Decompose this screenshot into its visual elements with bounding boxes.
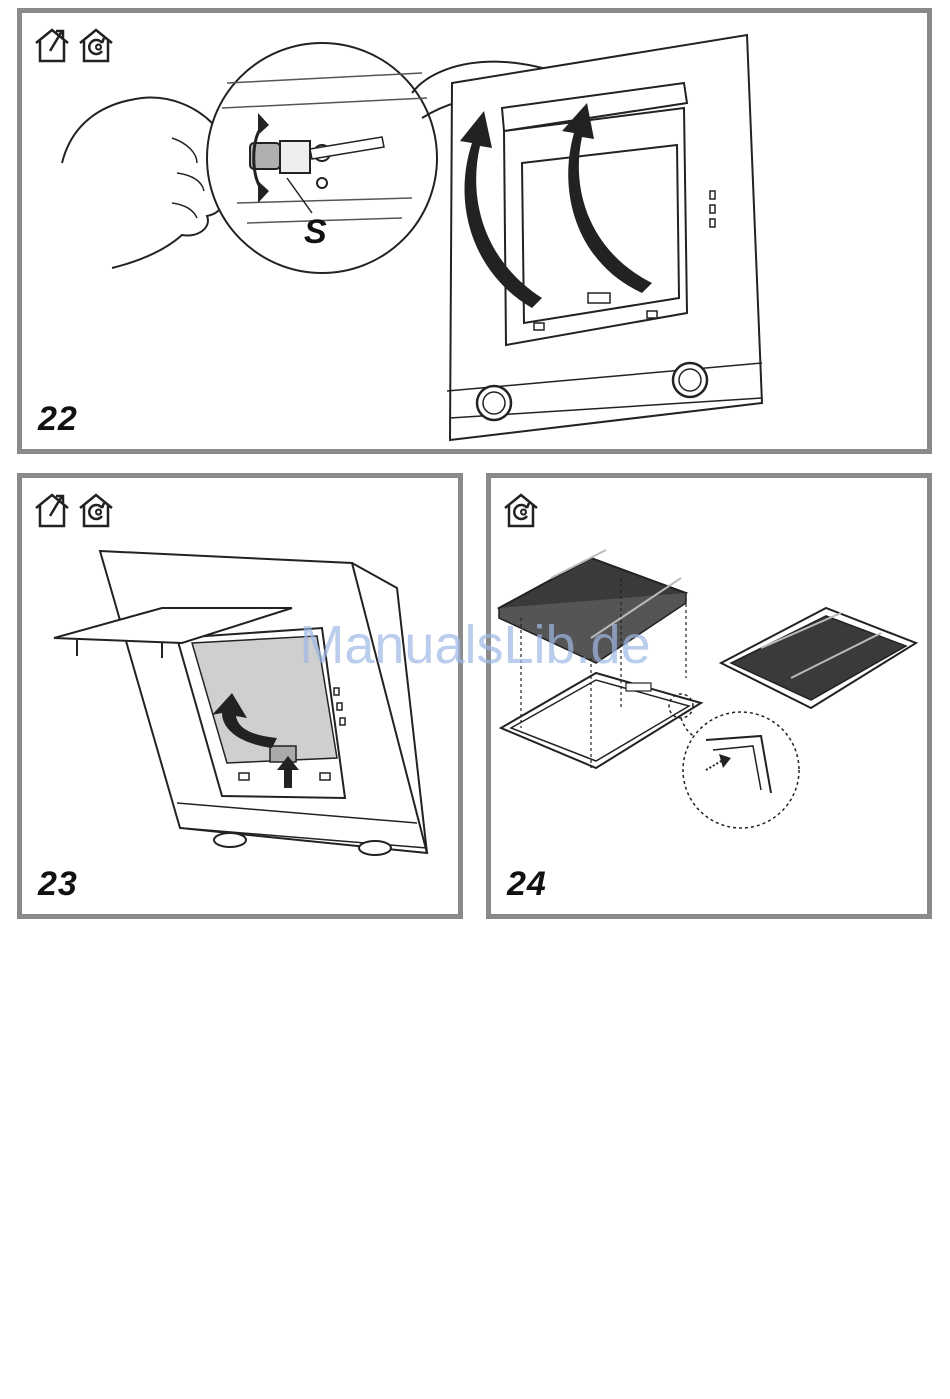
hood-body — [447, 35, 762, 440]
step-number: 22 — [38, 400, 78, 439]
hood-body — [100, 551, 427, 855]
detail-circle — [683, 712, 799, 828]
hood-filter-removal-illustration — [22, 13, 927, 449]
step-23-panel: 23 — [17, 473, 463, 919]
step-number: 23 — [38, 865, 78, 904]
charcoal-filter-illustration — [491, 478, 927, 914]
bolt-label: S — [304, 213, 327, 252]
step-number: 24 — [507, 865, 547, 904]
step-24-panel: 24 — [486, 473, 932, 919]
charcoal-filter-exploded — [499, 550, 701, 768]
step-22-panel: S 22 — [17, 8, 932, 454]
filter-lift-illustration — [22, 478, 458, 914]
charcoal-filter-assembled — [721, 608, 916, 708]
